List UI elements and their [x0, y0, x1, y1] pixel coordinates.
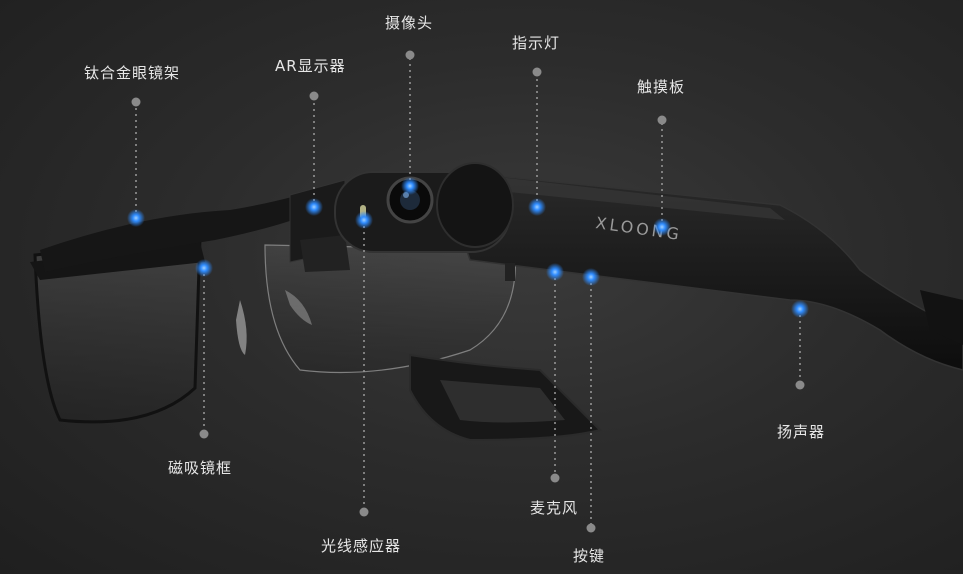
marker-camera [401, 177, 419, 195]
end-dot-ar-display [309, 91, 319, 101]
marker-speaker [791, 300, 809, 318]
right-lens [264, 244, 517, 374]
label-magnetic-frame: 磁吸镜框 [168, 459, 233, 477]
marker-light-sensor [355, 211, 373, 229]
end-dot-button [586, 523, 596, 533]
label-touchpad: 触摸板 [637, 78, 686, 96]
label-light-sensor: 光线感应器 [321, 537, 402, 555]
label-indicator-light: 指示灯 [512, 34, 561, 52]
ar-display-module [289, 179, 350, 272]
leader-end-dots [131, 50, 805, 533]
marker-titanium-frame [127, 209, 145, 227]
end-dot-magnetic-frame [199, 429, 209, 439]
end-dot-microphone [550, 473, 560, 483]
marker-ar-display [305, 198, 323, 216]
end-dot-indicator [532, 67, 542, 77]
blue-markers [127, 177, 809, 318]
mic-housing [505, 263, 515, 281]
marker-microphone [546, 263, 564, 281]
left-lens [30, 236, 205, 424]
label-titanium-frame: 钛合金眼镜架 [84, 64, 181, 82]
camera-module [334, 162, 514, 253]
marker-touchpad [653, 218, 671, 236]
temple-arm [438, 169, 963, 371]
label-camera: 摄像头 [385, 14, 434, 32]
end-dot-camera [405, 50, 415, 60]
label-microphone: 麦克风 [530, 499, 579, 517]
lower-arm [409, 353, 602, 442]
top-frame [40, 185, 345, 272]
end-dot-touchpad [657, 115, 667, 125]
label-button: 按键 [573, 547, 606, 565]
label-ar-display: AR显示器 [275, 57, 346, 75]
label-speaker: 扬声器 [777, 423, 826, 441]
leader-lines [135, 55, 801, 528]
end-dot-light-sensor [359, 507, 369, 517]
end-dot-speaker [795, 380, 805, 390]
arm-end [920, 290, 963, 345]
end-dot-titanium-frame [131, 97, 141, 107]
marker-magnetic-frame [195, 259, 213, 277]
marker-indicator [528, 198, 546, 216]
marker-button [582, 268, 600, 286]
